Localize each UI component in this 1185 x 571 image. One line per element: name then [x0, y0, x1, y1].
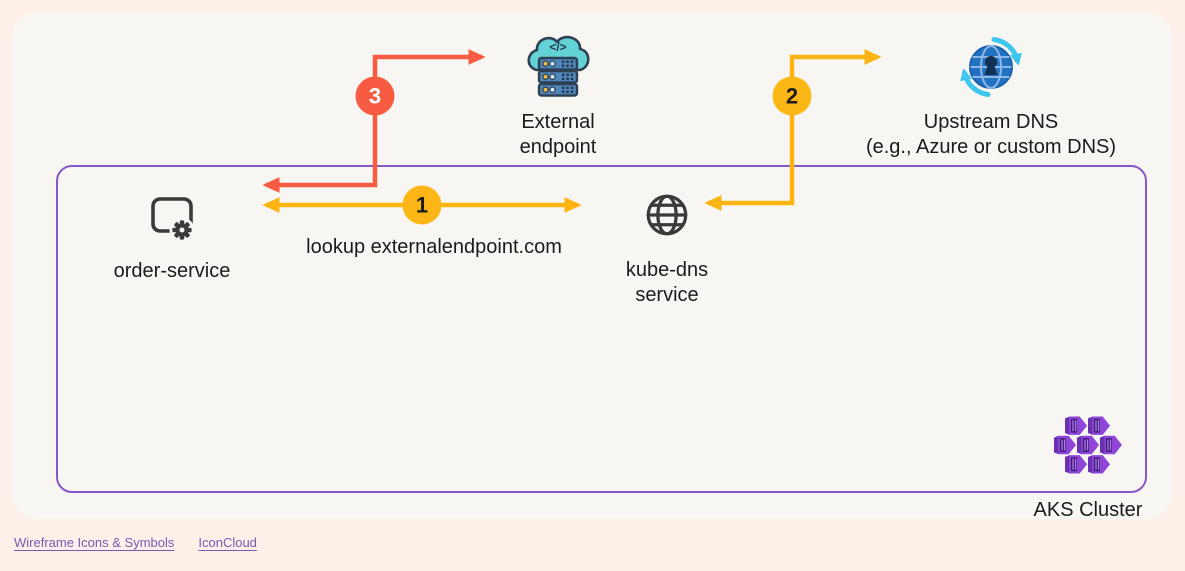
kube-dns-label: kube-dns service: [567, 258, 767, 307]
upstream-dns-label: Upstream DNS (e.g., Azure or custom DNS): [841, 110, 1141, 159]
external-endpoint-label-line2: endpoint: [519, 135, 597, 158]
order-service-label: order-service: [113, 260, 231, 282]
attribution-footer: Wireframe Icons & Symbols IconCloud: [14, 535, 257, 550]
wireframe-icons-link[interactable]: Wireframe Icons & Symbols: [14, 535, 175, 550]
diagram-panel: </>: [12, 12, 1172, 521]
upstream-dns-label-line1: Upstream DNS: [923, 111, 1059, 133]
external-endpoint-label-line1: External: [521, 111, 595, 133]
kube-dns-label-line2: service: [635, 283, 699, 306]
iconcloud-link[interactable]: IconCloud: [198, 535, 257, 550]
aks-containers-icon: [1054, 416, 1122, 474]
code-glyph: </>: [549, 40, 566, 54]
lookup-query-label: lookup externalendpoint.com: [306, 236, 562, 258]
aks-cluster-label: AKS Cluster: [1033, 499, 1143, 521]
globe-wireframe-icon: [646, 194, 688, 236]
upstream-dns-label-line2: (e.g., Azure or custom DNS): [865, 135, 1117, 158]
cloud-server-icon: </>: [527, 35, 590, 97]
kube-dns-label-line1: kube-dns: [625, 259, 709, 281]
aks-cluster-boundary: [56, 165, 1147, 493]
secure-dns-sync-globe-icon: [960, 37, 1022, 97]
external-endpoint-label: External endpoint: [458, 110, 658, 159]
app-gear-icon: [151, 197, 195, 242]
